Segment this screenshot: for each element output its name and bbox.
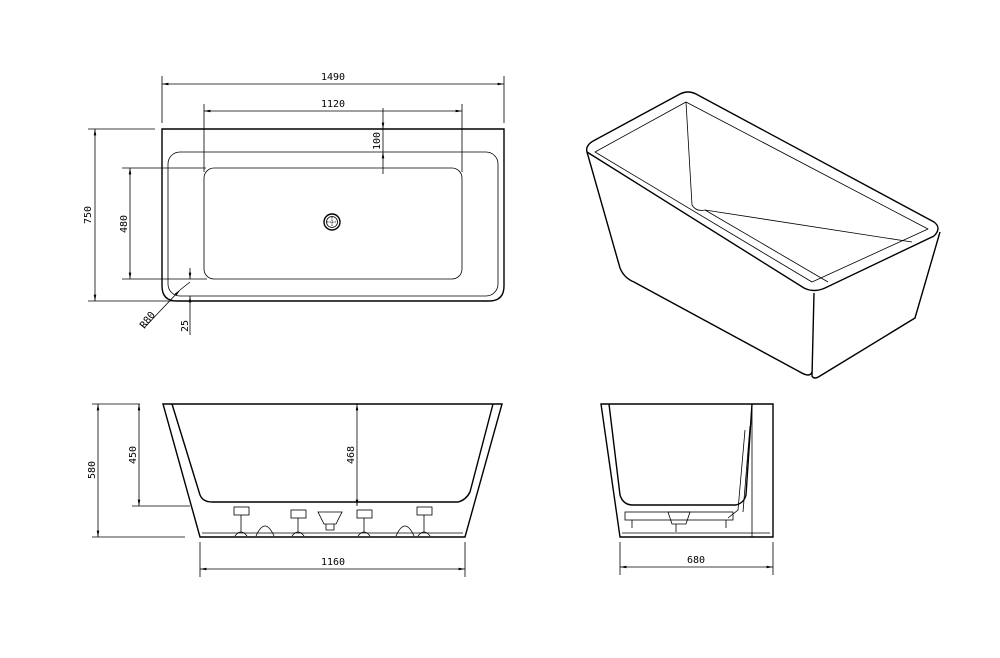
dim-height: 580 — [87, 461, 98, 479]
waste-fitting — [317, 511, 343, 531]
top-outer-outline — [161, 128, 505, 302]
dim-back-rim: 100 — [372, 132, 383, 150]
top-rim-outline — [167, 151, 499, 297]
drain-icon — [323, 213, 341, 231]
perspective-view — [585, 91, 941, 379]
dim-basin-length: 1120 — [321, 99, 345, 110]
dim-base-width: 680 — [687, 555, 705, 566]
side-view: 580 450 468 1160 — [87, 403, 503, 577]
dim-length: 1490 — [321, 72, 345, 83]
adjustable-feet — [202, 506, 463, 537]
basin-outline — [203, 167, 463, 280]
end-view: 680 — [600, 403, 774, 575]
dim-basin-width: 480 — [119, 215, 130, 233]
dim-front-rim: 25 — [180, 320, 191, 332]
dim-width: 750 — [83, 206, 94, 224]
dim-center-depth: 468 — [346, 446, 357, 464]
dim-base-length: 1160 — [321, 557, 345, 568]
dim-inner-depth: 450 — [128, 446, 139, 464]
top-view: 1490 1120 100 750 480 R80 25 — [83, 72, 505, 335]
dim-corner-radius: R80 — [138, 310, 158, 331]
